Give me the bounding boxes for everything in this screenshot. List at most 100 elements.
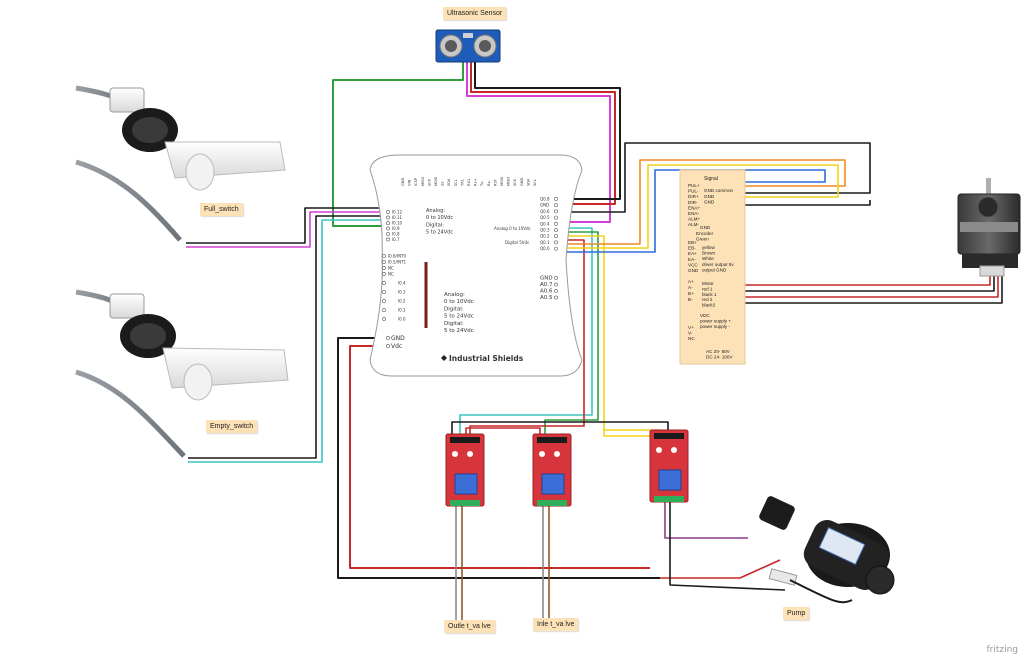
pin-terminal: [554, 215, 558, 220]
pin-terminal: [386, 336, 390, 340]
plc-top-pin-label: MOSI: [434, 177, 438, 186]
stepper-motor: [957, 178, 1021, 277]
plc-q-label: Q0.2: [540, 234, 550, 239]
wire-pump-black: [669, 500, 786, 591]
label-full-switch: Full_switch: [200, 203, 243, 216]
plc-mid-text: 0 to 10Vdc: [426, 215, 453, 221]
plc-interrupt-label: NC: [388, 266, 394, 271]
plc-mid-text: 5 to 24Vdc: [444, 314, 474, 320]
wire-pump-magenta: [664, 500, 748, 539]
wire-driver-yellow: [558, 164, 839, 249]
plc-top-pin-label: VIN: [408, 179, 412, 186]
driver-signal-note: GND: [704, 200, 715, 205]
wire-driver-orange: [558, 159, 846, 245]
pin-terminal: [554, 295, 558, 300]
plc-q-label: Q0.5: [540, 215, 550, 220]
driver-ac-label: AC 20- 80V: [706, 349, 731, 354]
plc-top-pin-label: ICSP: [414, 177, 418, 186]
plc-analog-label: GND: [540, 276, 553, 282]
pin-terminal: [554, 203, 558, 208]
plc-mid-text: Digital:: [444, 306, 464, 312]
plc-top-pin-label: RST: [493, 178, 497, 186]
pin-terminal: [554, 228, 558, 232]
driver-encoder-note: White: [702, 256, 714, 261]
wire-motor-black2: [745, 276, 1003, 304]
pin-terminal: [554, 197, 558, 201]
plc-q-label: Q0.0: [540, 246, 550, 251]
relay-module-pump: [649, 429, 689, 503]
plc-top-pin-label: SCK: [427, 178, 431, 186]
driver-motor-line: B+: [688, 291, 694, 296]
driver-signal-label: ALM-: [688, 222, 699, 227]
pin-terminal: [386, 226, 390, 231]
wire-relay-red-bus: [465, 427, 541, 437]
driver-motor-note: red 2: [702, 297, 713, 302]
plc-analog-label: A0.7: [540, 282, 553, 288]
plc-q-label: Q0.1: [540, 240, 550, 245]
label-inlet-valve: Inle t_va lve: [533, 618, 579, 631]
driver-encoder-label: Green: [696, 237, 709, 242]
driver-signal-lines: PUL+PUL-DIR+DIR-ENA+ENA-ALM+ALM-: [688, 183, 700, 227]
pin-terminal: [382, 299, 386, 303]
driver-motor-line: A-: [688, 285, 693, 290]
wire-full-switch-black: [186, 207, 388, 244]
wire-driver-black: [558, 142, 871, 213]
driver-motor-line: B-: [688, 297, 693, 302]
plc-power-label: Vdc: [391, 343, 402, 350]
plc-top-pin-label: SCL: [454, 179, 458, 186]
plc-analog-label: A0.6: [540, 289, 553, 295]
plc-top-pin-label: TX1: [460, 179, 464, 187]
driver-signal-label: PUL+: [688, 183, 700, 188]
driver-encoder-note: yellow: [702, 245, 715, 250]
driver-motor-note: Motor: [702, 281, 714, 286]
plc-mid-text: 0 to 10Vdc: [444, 299, 474, 305]
plc-input-label: I0.12: [392, 210, 403, 215]
driver-motor-note: black2: [702, 303, 716, 308]
plc-mid-text: Digital:: [426, 222, 444, 228]
plc-top-pin-label: GND: [520, 178, 524, 186]
pin-terminal: [386, 232, 390, 236]
wire-motor-red2: [745, 276, 999, 298]
driver-power-note: VDC: [700, 313, 710, 318]
wire-q-red: [469, 239, 585, 437]
driver-encoder-line: EB+: [688, 240, 697, 245]
driver-signal-label: ENA-: [688, 211, 699, 216]
driver-ac-label: DC 24- 100V: [706, 355, 733, 360]
driver-encoder-note: Brown: [702, 251, 715, 256]
plc-mid-text: 5 to 24Vdc: [444, 328, 474, 334]
pin-terminal: [554, 209, 558, 214]
driver-encoder-note: driver output 5v: [702, 262, 734, 267]
wire-empty-switch-black: [188, 215, 388, 459]
pin-terminal: [554, 276, 558, 280]
driver-signal-label: ENA+: [688, 205, 700, 210]
driver-encoder-label: GND: [700, 225, 711, 230]
pin-terminal: [382, 260, 386, 264]
driver-signal-label: DIR+: [688, 194, 699, 199]
pin-terminal: [382, 254, 386, 258]
empty-switch-sensor: [75, 289, 289, 458]
driver-title: Signal: [704, 176, 718, 182]
pin-terminal: [382, 290, 386, 294]
plc-top-pin-label: Tx-: [480, 180, 484, 187]
plc-q-label: Q0.3: [540, 228, 550, 233]
wire-plc-gnd-black: [337, 337, 660, 579]
relays: [445, 429, 689, 507]
wire-ultrasonic-magenta: [466, 62, 611, 223]
plc-analog-note: Analog 0 to 10Vdc: [494, 226, 531, 231]
plc-top-pin-label: RX1: [467, 179, 471, 186]
wire-plc-vdc-red: [349, 345, 650, 569]
plc-left-outputs: I0.4I0.3I0.2I0.1I0.0: [382, 281, 406, 322]
pin-terminal: [554, 282, 558, 287]
driver-encoder-line: EB-: [688, 246, 696, 251]
plc-output-label: I0.3: [398, 290, 406, 295]
driver-power-lines: V+V-NC: [688, 325, 695, 341]
wire-ultrasonic-green: [332, 62, 464, 227]
